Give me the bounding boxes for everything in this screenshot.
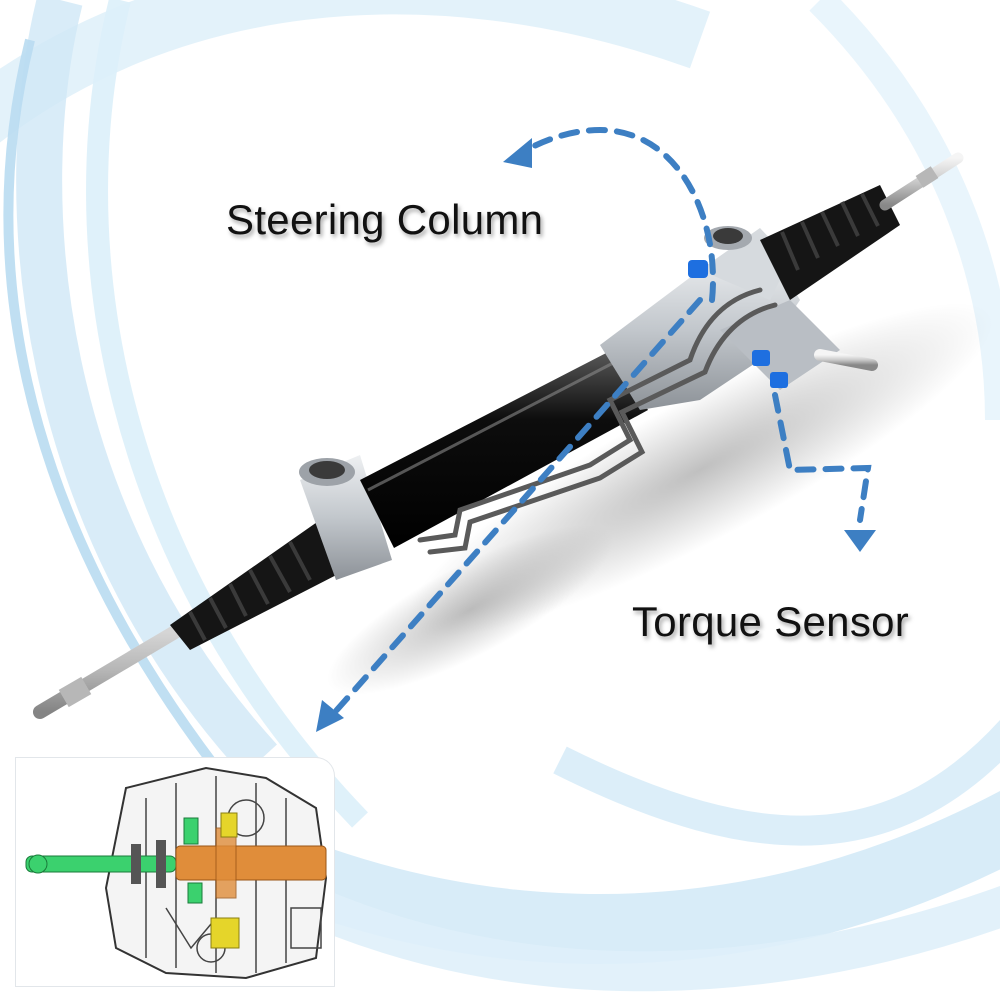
arrow-heads (316, 138, 876, 732)
right-tie-rod (879, 152, 964, 211)
steering-rack (33, 152, 964, 719)
hydraulic-line (417, 287, 778, 555)
rack-tube (360, 350, 648, 548)
arrow-head-icon (844, 530, 876, 552)
arrow-steering-column (519, 126, 716, 303)
arrow-head-icon (316, 700, 344, 732)
valve-housing (600, 226, 840, 410)
input-shaft (814, 349, 878, 371)
right-bellows-boot (760, 185, 900, 300)
cutaway-drawing (25, 766, 328, 980)
torque-sensor-label: Torque Sensor (632, 598, 910, 645)
steering-column-label: Steering Column (226, 196, 544, 243)
rack-shadow (327, 303, 994, 695)
arrow-head-icon (503, 138, 532, 168)
arrows (332, 126, 872, 715)
left-bellows-boot (170, 520, 350, 650)
left-tie-rod (33, 625, 182, 719)
arrow-rack-down (332, 297, 703, 715)
blue-fittings (688, 260, 788, 388)
torque-sensor-cutaway-inset (16, 758, 334, 986)
arrow-torque-sensor (772, 392, 872, 523)
